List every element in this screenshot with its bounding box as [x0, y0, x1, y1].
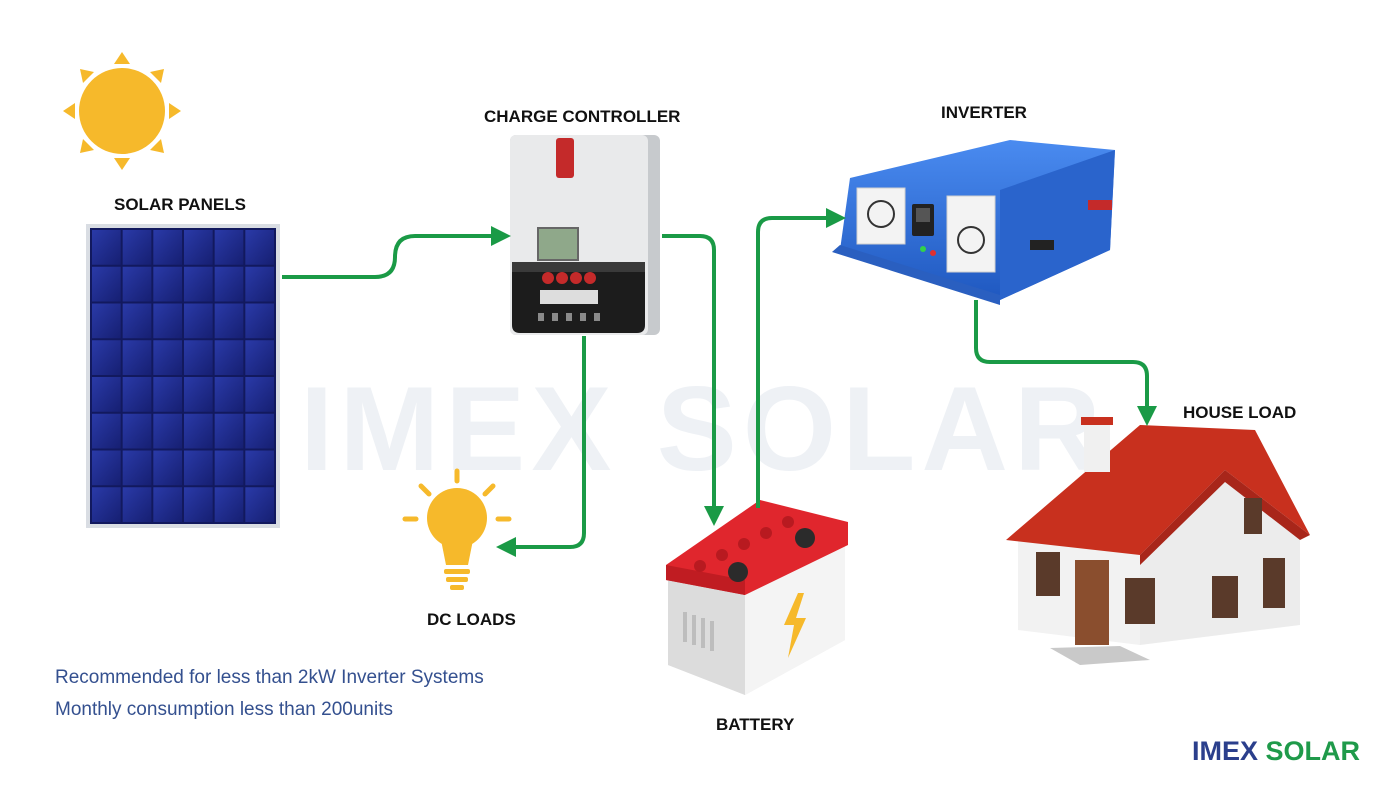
solar-cell [184, 413, 213, 449]
solar-cell [153, 266, 182, 302]
brand-logo: IMEX SOLAR [1192, 736, 1360, 767]
solar-cell [214, 303, 244, 339]
solar-cell [92, 340, 121, 375]
solar-cell [214, 450, 244, 486]
arrow-battery-to-inverter [756, 208, 846, 508]
solar-cell [184, 340, 213, 375]
solar-cell [122, 450, 152, 486]
recommendation-note: Recommended for less than 2kW Inverter S… [55, 667, 484, 688]
solar-cell [153, 413, 182, 449]
house-load-label: HOUSE LOAD [1183, 403, 1297, 422]
consumption-note: Monthly consumption less than 200units [55, 699, 393, 720]
battery-icon [666, 500, 848, 695]
solar-cell [92, 413, 121, 449]
arrow-controller-to-dc-loads [496, 336, 586, 557]
solar-cell [153, 377, 182, 412]
light-bulb-icon [402, 468, 512, 590]
solar-cell [214, 487, 244, 522]
solar-cell [184, 450, 213, 486]
solar-cell [153, 487, 182, 522]
arrow-panel-to-controller [282, 226, 511, 279]
solar-cell [153, 340, 182, 375]
solar-cell [245, 266, 274, 302]
house-icon [1006, 417, 1310, 665]
battery-label: BATTERY [716, 715, 795, 734]
inverter-icon [832, 140, 1115, 305]
solar-cell [153, 230, 182, 265]
flow-arrows [282, 208, 1157, 557]
solar-cell [92, 450, 121, 486]
charge-controller-icon [510, 135, 660, 335]
solar-cell [245, 303, 274, 339]
solar-cell [92, 230, 121, 265]
brand-logo-part2: SOLAR [1257, 736, 1360, 766]
solar-cell [92, 266, 121, 302]
solar-cell [122, 230, 152, 265]
solar-cell [245, 377, 274, 412]
solar-cell [122, 340, 152, 375]
solar-cell [214, 413, 244, 449]
solar-cell [214, 230, 244, 265]
inverter-label: INVERTER [941, 103, 1027, 122]
solar-cell [122, 266, 152, 302]
solar-cell [245, 230, 274, 265]
solar-cell [184, 377, 213, 412]
solar-cell [184, 266, 213, 302]
solar-cell [153, 303, 182, 339]
solar-cell [92, 377, 121, 412]
solar-panels-label: SOLAR PANELS [114, 195, 246, 214]
watermark-text: IMEX SOLAR [300, 362, 1107, 496]
solar-cell [184, 230, 213, 265]
solar-cell [214, 377, 244, 412]
solar-cell [153, 450, 182, 486]
solar-cell [92, 303, 121, 339]
sun-icon [63, 52, 181, 170]
solar-cell [245, 487, 274, 522]
brand-logo-part1: IMEX [1191, 736, 1258, 766]
solar-cell [122, 303, 152, 339]
solar-cell [184, 487, 213, 522]
solar-cell [214, 340, 244, 375]
dc-loads-label: DC LOADS [427, 610, 516, 629]
solar-cell [214, 266, 244, 302]
charge-controller-label: CHARGE CONTROLLER [484, 107, 681, 126]
solar-cell [122, 487, 152, 522]
solar-cell [245, 413, 274, 449]
arrow-controller-to-battery [662, 234, 724, 526]
solar-cell [92, 487, 121, 522]
solar-cell [122, 413, 152, 449]
solar-panel-icon [86, 224, 280, 528]
solar-cell [245, 340, 274, 375]
solar-cell [184, 303, 213, 339]
solar-cell [245, 450, 274, 486]
arrow-inverter-to-house [974, 300, 1157, 426]
solar-cell [122, 377, 152, 412]
